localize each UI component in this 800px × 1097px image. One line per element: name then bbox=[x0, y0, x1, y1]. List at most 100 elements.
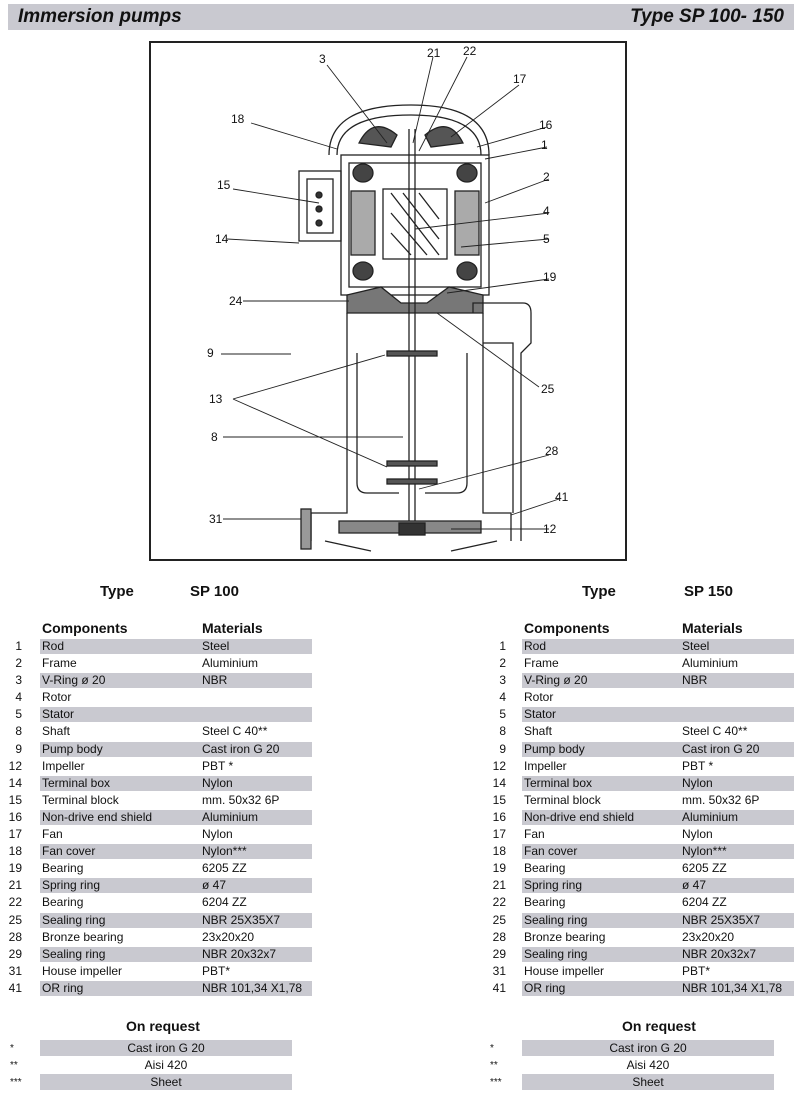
type-row-sp150: Type bbox=[582, 583, 616, 600]
component-name: Terminal block bbox=[524, 792, 601, 807]
fan-cover bbox=[328, 104, 490, 156]
component-material: Cast iron G 20 bbox=[202, 741, 280, 756]
part-number: 12 bbox=[492, 758, 506, 773]
part-number: 25 bbox=[8, 912, 22, 927]
footnote-marker: *** bbox=[10, 1077, 22, 1088]
component-name: Impeller bbox=[42, 758, 85, 773]
part-number: 41 bbox=[492, 980, 506, 995]
footnote-marker: * bbox=[10, 1043, 14, 1054]
materials-header: Materials bbox=[202, 620, 263, 636]
component-name: House impeller bbox=[42, 963, 123, 978]
component-material: Nylon bbox=[682, 827, 713, 842]
part-number: 14 bbox=[492, 775, 506, 790]
part-number: 17 bbox=[492, 827, 506, 842]
on-request-material: Aisi 420 bbox=[144, 1058, 188, 1072]
model-label: SP 150 bbox=[684, 583, 733, 600]
callout-label: 25 bbox=[541, 382, 555, 396]
callout-label: 14 bbox=[215, 232, 229, 246]
callout-label: 5 bbox=[543, 232, 550, 246]
callout-label: 22 bbox=[463, 44, 477, 58]
table-header: Components Materials bbox=[0, 620, 320, 638]
component-material: mm. 50x32 6P bbox=[682, 792, 760, 807]
row-shading bbox=[40, 673, 312, 689]
callout-label: 16 bbox=[539, 118, 553, 132]
row-shading bbox=[40, 707, 312, 723]
part-number: 31 bbox=[492, 963, 506, 978]
callout-label: 21 bbox=[427, 46, 441, 60]
on-request-title: On request bbox=[126, 1018, 200, 1034]
row-shading bbox=[522, 980, 794, 996]
part-number: 18 bbox=[492, 844, 506, 859]
part-number: 17 bbox=[8, 827, 22, 842]
part-number: 5 bbox=[499, 707, 506, 722]
component-material: Aluminium bbox=[682, 656, 739, 671]
part-number: 15 bbox=[492, 792, 506, 807]
on-request-title-sp100: On request bbox=[126, 1018, 200, 1034]
component-material: ø 47 bbox=[682, 878, 707, 893]
part-number: 18 bbox=[8, 844, 22, 859]
on-request-row: ** Aisi 420 bbox=[0, 1057, 800, 1074]
part-number: 4 bbox=[499, 690, 506, 705]
component-name: V-Ring ø 20 bbox=[42, 673, 106, 688]
on-request-material: Sheet bbox=[522, 1074, 774, 1090]
components-header: Components bbox=[524, 620, 610, 636]
footnote-marker: * bbox=[490, 1043, 494, 1054]
components-header: Components bbox=[42, 620, 128, 636]
component-material: NBR 101,34 X1,78 bbox=[202, 980, 303, 995]
on-request-row: *** Sheet bbox=[0, 1074, 800, 1091]
on-request-row: *** Sheet bbox=[0, 1074, 800, 1091]
on-request-material: Aisi 420 bbox=[626, 1058, 670, 1072]
component-name: Shaft bbox=[524, 724, 553, 739]
component-material: ø 47 bbox=[202, 878, 227, 893]
component-name: House impeller bbox=[524, 963, 605, 978]
callout-label: 3 bbox=[319, 52, 326, 66]
component-material: PBT* bbox=[682, 963, 711, 978]
stator-left bbox=[350, 190, 376, 256]
row-shading bbox=[40, 912, 312, 928]
part-number: 29 bbox=[8, 946, 22, 961]
footnote-marker: ** bbox=[10, 1060, 18, 1071]
model-label: SP 100 bbox=[190, 583, 239, 600]
model-sp150: SP 150 bbox=[684, 583, 733, 600]
part-number: 2 bbox=[15, 656, 22, 671]
component-name: Sealing ring bbox=[524, 946, 588, 961]
callout-label: 12 bbox=[543, 522, 557, 536]
table-row: 31 House impeller PBT* bbox=[484, 963, 800, 980]
part-number: 31 bbox=[8, 963, 22, 978]
component-material: 6204 ZZ bbox=[202, 895, 247, 910]
callout-label: 18 bbox=[231, 112, 245, 126]
row-shading bbox=[522, 673, 794, 689]
component-material: Nylon*** bbox=[682, 844, 727, 859]
component-name: Stator bbox=[524, 707, 557, 722]
on-request-material: Sheet bbox=[40, 1074, 292, 1090]
type-label: Type bbox=[582, 583, 616, 600]
row-shading bbox=[40, 639, 312, 654]
component-name: Sealing ring bbox=[42, 912, 106, 927]
on-request-title-sp150: On request bbox=[622, 1018, 696, 1034]
component-material: PBT * bbox=[682, 758, 714, 773]
row-shading bbox=[522, 946, 794, 962]
component-name: Bronze bearing bbox=[524, 929, 606, 944]
component-material: 6205 ZZ bbox=[682, 861, 727, 876]
component-material: Steel C 40** bbox=[202, 724, 268, 739]
